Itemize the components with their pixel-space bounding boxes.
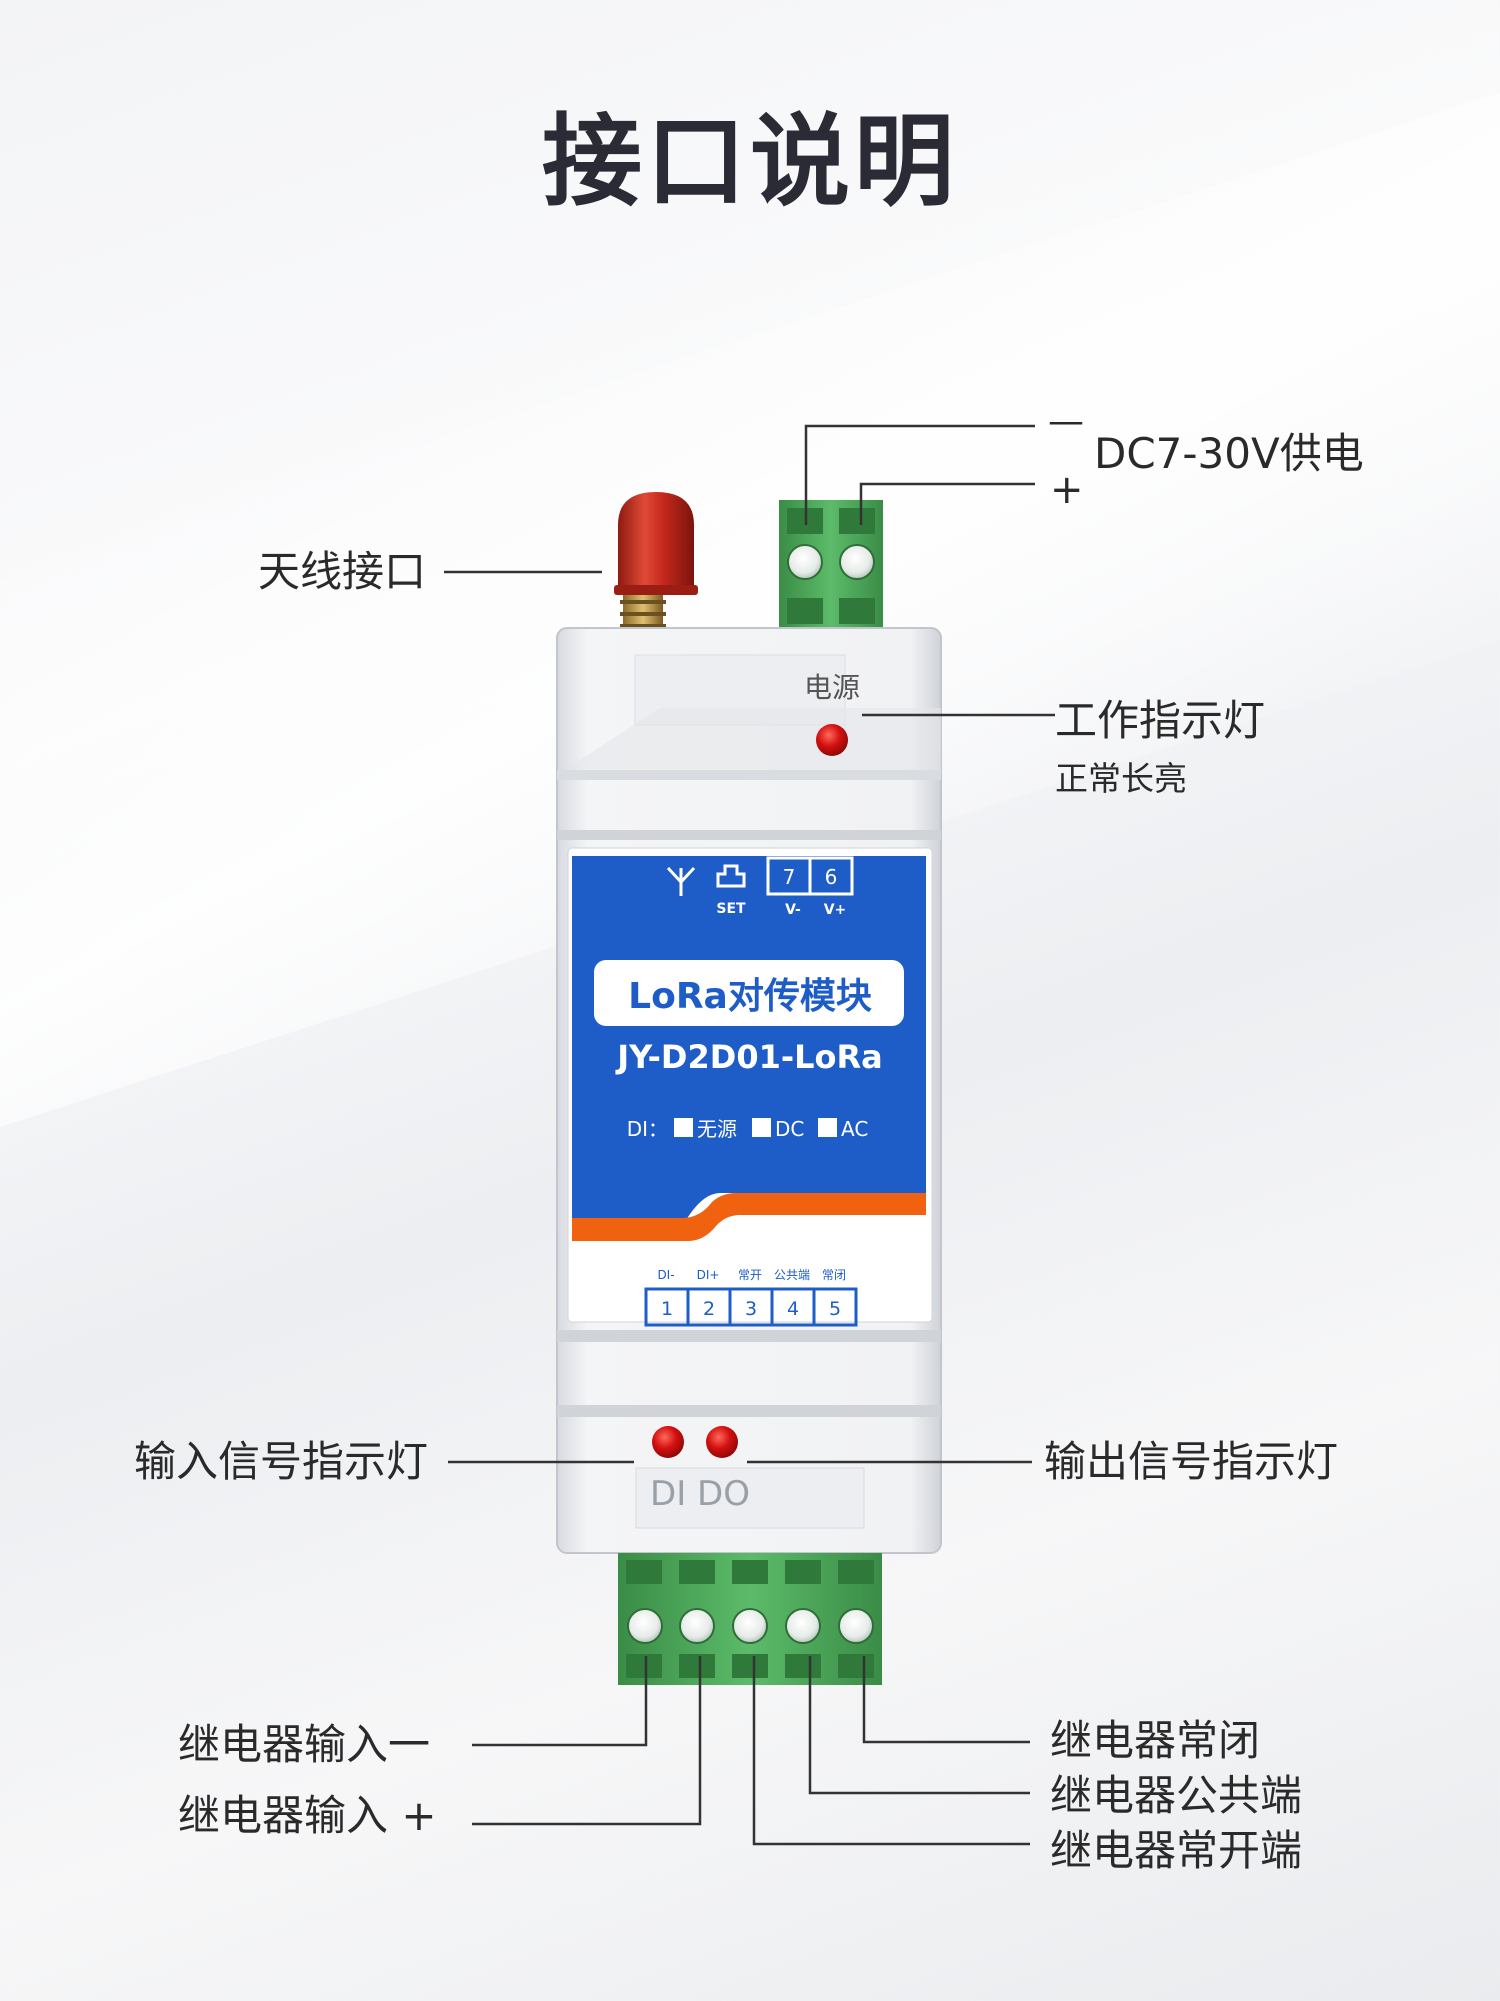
- product-name-box: [594, 960, 904, 1026]
- antenna-symbol-icon: [666, 866, 696, 896]
- di-checkbox-3: [818, 1118, 837, 1137]
- bottom-terminal-label-4: 公共端: [774, 1268, 810, 1282]
- callout-power-minus: —: [1048, 401, 1084, 442]
- callout-power-label: DC7-30V供电: [1094, 429, 1364, 478]
- leader-relay-no: [752, 1656, 1030, 1846]
- housing: [556, 627, 942, 1554]
- screw-terminal-plus: [839, 544, 875, 580]
- callout-input-led: 输入信号指示灯: [134, 1437, 429, 1486]
- leader-relay-nc: [862, 1656, 1030, 1744]
- antenna: [614, 492, 698, 630]
- di-option-ac: AC: [841, 1117, 868, 1141]
- callout-output-led: 输出信号指示灯: [1044, 1437, 1339, 1486]
- terminal-v-plus: V+: [824, 902, 847, 918]
- bottom-terminal-label-1: DI-: [657, 1268, 674, 1282]
- power-led: [816, 724, 848, 756]
- terminal-7: 7: [783, 865, 796, 889]
- set-button-icon: [716, 864, 746, 888]
- leader-power-plus: [859, 482, 1035, 525]
- bottom-terminal-4: 4: [787, 1298, 799, 1320]
- bottom-terminal-5: 5: [829, 1298, 841, 1320]
- screw-terminal-3: [732, 1608, 768, 1644]
- terminal-6: 6: [825, 865, 838, 889]
- screw-terminal-4: [785, 1608, 821, 1644]
- screw-terminal-1: [627, 1608, 663, 1644]
- di-option-dc: DC: [775, 1117, 804, 1141]
- label-orange-stripe: [572, 1193, 926, 1241]
- model-number: JY-D2D01-LoRa: [615, 1038, 882, 1076]
- callout-relay-nc: 继电器常闭: [1050, 1716, 1261, 1765]
- di-prefix: DI：: [627, 1117, 668, 1141]
- page-title: 接口说明: [542, 103, 958, 220]
- do-led: [706, 1426, 738, 1458]
- callout-work-led: 工作指示灯: [1055, 696, 1266, 745]
- label-blue-panel: [572, 856, 926, 1226]
- set-label: SET: [716, 901, 746, 917]
- leader-power-minus: [804, 424, 1035, 525]
- bottom-terminal-1: 1: [661, 1298, 673, 1320]
- bottom-terminal-2: 2: [703, 1298, 715, 1320]
- callout-antenna: 天线接口: [258, 547, 427, 596]
- screw-terminal-minus: [787, 544, 823, 580]
- callout-relay-in-minus: 继电器输入一: [178, 1720, 431, 1769]
- leader-relay-com: [808, 1656, 1030, 1795]
- callout-power-plus: +: [1050, 467, 1084, 513]
- leader-lines: [444, 424, 1055, 1846]
- terminal-box-6: [808, 856, 854, 896]
- callout-work-led-sub: 正常长亮: [1055, 759, 1187, 798]
- power-connector: [779, 500, 883, 632]
- di-checkbox-2: [752, 1118, 771, 1137]
- bottom-terminal-box-5: [812, 1287, 858, 1327]
- callout-relay-com: 继电器公共端: [1050, 1771, 1303, 1820]
- callout-relay-in-plus: 继电器输入 +: [178, 1791, 437, 1840]
- screw-terminal-5: [838, 1608, 874, 1644]
- product-name: LoRa对传模块: [628, 976, 872, 1017]
- terminal-v-minus: V-: [785, 902, 801, 918]
- callout-relay-no: 继电器常开端: [1050, 1826, 1303, 1875]
- di-checkbox-1: [674, 1118, 693, 1137]
- bottom-terminal-label-5: 常闭: [822, 1268, 846, 1282]
- di-option-passive: 无源: [697, 1117, 737, 1141]
- relay-connector: [618, 1553, 882, 1685]
- leader-relay-in-minus: [472, 1656, 648, 1747]
- bottom-terminal-3: 3: [745, 1298, 757, 1320]
- antenna-base: [623, 590, 663, 630]
- bottom-terminal-label-2: DI+: [697, 1268, 720, 1282]
- di-led: [652, 1426, 684, 1458]
- screw-terminal-2: [679, 1608, 715, 1644]
- bottom-terminal-label-3: 常开: [738, 1268, 762, 1282]
- power-text: 电源: [804, 671, 860, 704]
- antenna-cap: [618, 492, 694, 590]
- status-led-label: DI DO: [650, 1474, 750, 1514]
- leader-relay-in-plus: [472, 1656, 702, 1826]
